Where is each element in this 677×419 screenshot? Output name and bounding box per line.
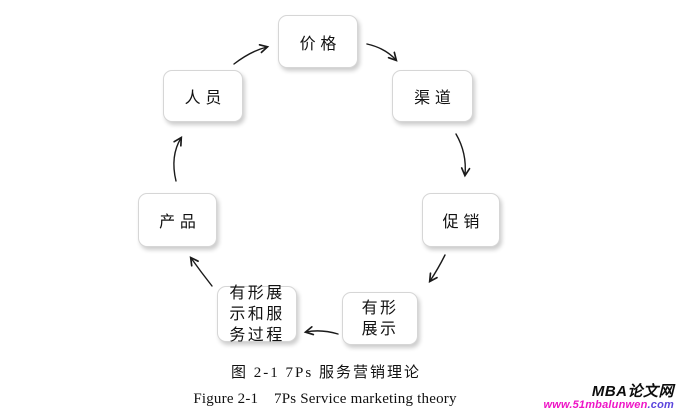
arrow-promotion-to-evidence-icon [428,254,446,283]
arrow-evidence-to-process-icon [303,325,339,336]
watermark-brand: MBA论文网 [591,383,674,400]
node-physical-evidence: 有形展示 [342,292,418,345]
node-personnel: 人员 [163,70,243,122]
figure-caption-zh: 图 2-1 7Ps 服务营销理论 [231,365,421,381]
node-price: 价格 [278,15,358,68]
watermark-url: www.51mbalunwen.com [543,398,674,412]
arrow-product-to-personnel-icon [173,136,183,182]
arrow-process-to-product-icon [189,256,213,287]
arrow-channel-to-promotion-icon [455,133,471,178]
node-physical-evidence-and-process: 有形展示和服务过程 [217,285,297,344]
node-product: 产品 [138,193,217,247]
figure-caption-en: Figure 2-1 7Ps Service marketing theory [193,391,457,407]
watermark-url-main: www.51mbalunwen [543,398,648,411]
arrow-price-to-channel-icon [366,43,398,62]
site-watermark: MBA论文网 www.51mbalunwen.com [543,384,674,411]
watermark-url-suffix: .com [647,398,674,411]
node-promotion: 促销 [422,193,500,247]
arrow-personnel-to-price-icon [233,43,270,65]
node-channel: 渠道 [392,70,473,122]
